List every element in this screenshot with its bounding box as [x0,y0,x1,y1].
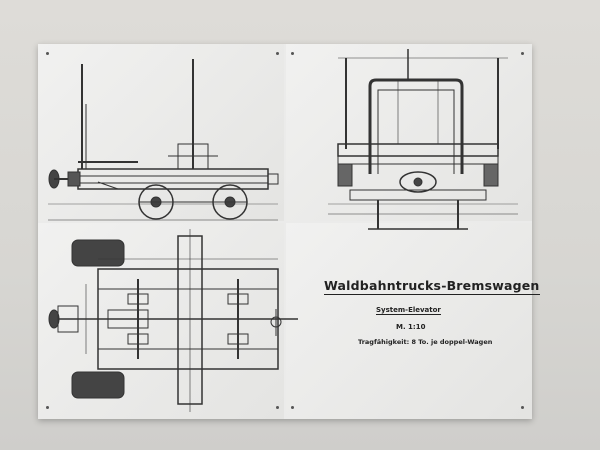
screw [276,52,279,55]
plan-view [48,229,298,412]
plan-system: System-Elevator [376,306,441,315]
plan-capacity: Tragfähigkeit: 8 To. je doppel-Wagen [358,338,493,346]
screw [46,406,49,409]
panel-top-right [286,44,532,221]
blueprint-board: Waldbahntrucks-Bremswagen System-Elevato… [38,44,540,419]
screw [46,52,49,55]
screw [291,52,294,55]
screw [291,406,294,409]
technical-drawing [48,49,518,412]
screw [521,406,524,409]
screw [521,52,524,55]
plan-title: Waldbahntrucks-Bremswagen [324,278,540,295]
plan-scale: M. 1:10 [396,323,426,331]
end-elevation [328,49,518,230]
panel-bottom-right [286,223,532,419]
screw [276,406,279,409]
side-elevation [48,59,279,221]
